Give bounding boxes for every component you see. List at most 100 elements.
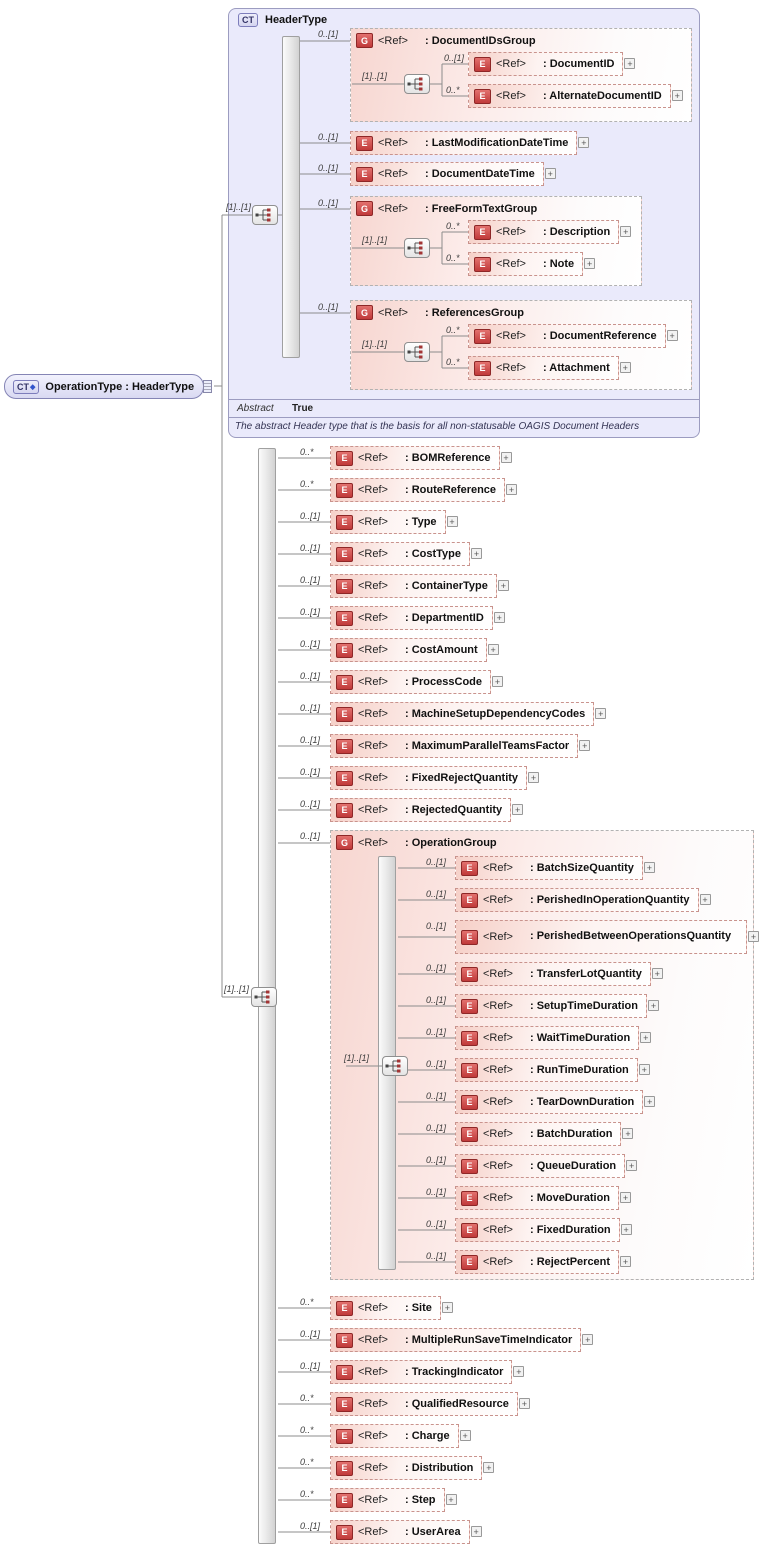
element-note[interactable]: E <Ref> : Note + (468, 252, 596, 276)
element-costamount[interactable]: E<Ref>: CostAmount+ (330, 638, 499, 662)
element-badge: E (336, 546, 353, 562)
expand-icon[interactable]: + (506, 484, 518, 495)
expand-icon[interactable]: + (487, 644, 499, 655)
element-batchsizequantity[interactable]: E<Ref>: BatchSizeQuantity+ (455, 856, 655, 880)
expand-icon[interactable]: + (441, 1302, 453, 1313)
element-badge: E (336, 1460, 353, 1476)
element-name: : UserArea (404, 1526, 461, 1538)
element-setuptimeduration[interactable]: E<Ref>: SetupTimeDuration+ (455, 994, 659, 1018)
expand-icon[interactable]: + (471, 548, 482, 559)
expand-icon[interactable]: + (500, 452, 512, 463)
root-type-node[interactable]: CT◆ OperationType : HeaderType (4, 374, 204, 399)
sequence-compositor-icon[interactable] (252, 205, 278, 225)
expand-icon[interactable]: + (620, 226, 632, 237)
element-perishedbetweenoperationsquantity[interactable]: E<Ref>: PerishedBetweenOperationsQuantit… (455, 920, 759, 954)
element-machinesetupdependencycodes[interactable]: E<Ref>: MachineSetupDependencyCodes+ (330, 702, 607, 726)
expand-icon[interactable]: + (528, 772, 540, 783)
element-moveduration[interactable]: E<Ref>: MoveDuration+ (455, 1186, 632, 1210)
expand-icon[interactable]: + (445, 1494, 457, 1505)
element-costtype[interactable]: E<Ref>: CostType+ (330, 542, 482, 566)
expand-icon[interactable]: + (446, 516, 458, 527)
expand-icon[interactable]: + (582, 1334, 594, 1345)
expand-icon[interactable]: + (620, 1256, 632, 1267)
element-routereference[interactable]: E<Ref>: RouteReference+ (330, 478, 518, 502)
element-lastmodificationdatetime[interactable]: E <Ref> : LastModificationDateTime + (350, 131, 590, 155)
cardinality-label: 0..* (300, 1297, 314, 1307)
element-type[interactable]: E<Ref>: Type+ (330, 510, 458, 534)
element-distribution[interactable]: E<Ref>: Distribution+ (330, 1456, 495, 1480)
expand-icon[interactable]: + (620, 1224, 632, 1235)
expand-icon[interactable]: + (584, 258, 596, 269)
sequence-compositor-icon[interactable] (404, 342, 430, 362)
element-qualifiedresource[interactable]: E<Ref>: QualifiedResource+ (330, 1392, 530, 1416)
element-site[interactable]: E<Ref>: Site+ (330, 1296, 453, 1320)
expand-icon[interactable]: + (497, 580, 509, 591)
sequence-compositor-icon[interactable] (404, 238, 430, 258)
element-attachment[interactable]: E <Ref> : Attachment + (468, 356, 631, 380)
element-rejectpercent[interactable]: E<Ref>: RejectPercent+ (455, 1250, 632, 1274)
expand-icon[interactable]: + (492, 676, 503, 687)
expand-icon[interactable]: + (651, 968, 663, 979)
expand-icon[interactable]: + (470, 1526, 482, 1537)
sequence-compositor-icon[interactable] (404, 74, 430, 94)
element-userarea[interactable]: E<Ref>: UserArea+ (330, 1520, 482, 1544)
sequence-compositor-icon[interactable] (251, 987, 277, 1007)
expand-icon[interactable]: + (643, 862, 655, 873)
element-runtimeduration[interactable]: E<Ref>: RunTimeDuration+ (455, 1058, 650, 1082)
element-departmentid[interactable]: E<Ref>: DepartmentID+ (330, 606, 505, 630)
ref-label: <Ref> (358, 548, 388, 560)
element-processcode[interactable]: E<Ref>: ProcessCode+ (330, 670, 503, 694)
collapse-handle[interactable] (203, 380, 212, 393)
expand-icon[interactable]: + (578, 137, 590, 148)
expand-icon[interactable]: + (579, 740, 591, 751)
element-fixedrejectquantity[interactable]: E<Ref>: FixedRejectQuantity+ (330, 766, 540, 790)
expand-icon[interactable]: + (483, 1462, 495, 1473)
element-multiplerunsavetimeindicator[interactable]: E<Ref>: MultipleRunSaveTimeIndicator+ (330, 1328, 594, 1352)
element-description[interactable]: E <Ref> : Description + (468, 220, 632, 244)
element-maximumparallelteamsfactor[interactable]: E<Ref>: MaximumParallelTeamsFactor+ (330, 734, 591, 758)
element-name: : TransferLotQuantity (529, 968, 642, 980)
element-containertype[interactable]: E<Ref>: ContainerType+ (330, 574, 509, 598)
expand-icon[interactable]: + (626, 1160, 638, 1171)
element-waittimeduration[interactable]: E<Ref>: WaitTimeDuration+ (455, 1026, 652, 1050)
expand-icon[interactable]: + (666, 330, 678, 341)
expand-icon[interactable]: + (640, 1032, 652, 1043)
expand-icon[interactable]: + (493, 612, 505, 623)
element-documentid[interactable]: E <Ref> : DocumentID + (468, 52, 636, 76)
expand-icon[interactable]: + (638, 1064, 650, 1075)
expand-icon[interactable]: + (699, 894, 711, 905)
element-fixedduration[interactable]: E<Ref>: FixedDuration+ (455, 1218, 632, 1242)
element-documentdatetime[interactable]: E <Ref> : DocumentDateTime + (350, 162, 556, 186)
element-bomreference[interactable]: E<Ref>: BOMReference+ (330, 446, 512, 470)
cardinality-label: 0..[1] (318, 302, 339, 312)
expand-icon[interactable]: + (644, 1096, 656, 1107)
element-name: : MachineSetupDependencyCodes (404, 708, 586, 720)
expand-icon[interactable]: + (620, 1192, 632, 1203)
element-rejectedquantity[interactable]: E<Ref>: RejectedQuantity+ (330, 798, 524, 822)
expand-icon[interactable]: + (595, 708, 607, 719)
ref-label: <Ref> (378, 168, 408, 180)
ref-label: <Ref> (483, 1128, 513, 1140)
expand-icon[interactable]: + (619, 362, 631, 373)
expand-icon[interactable]: + (544, 168, 556, 179)
expand-icon[interactable]: + (622, 1128, 634, 1139)
element-charge[interactable]: E<Ref>: Charge+ (330, 1424, 471, 1448)
expand-icon[interactable]: + (518, 1398, 530, 1409)
expand-icon[interactable]: + (671, 90, 683, 101)
element-trackingindicator[interactable]: E<Ref>: TrackingIndicator+ (330, 1360, 525, 1384)
element-transferlotquantity[interactable]: E<Ref>: TransferLotQuantity+ (455, 962, 663, 986)
expand-icon[interactable]: + (748, 931, 759, 942)
expand-icon[interactable]: + (513, 1366, 525, 1377)
expand-icon[interactable]: + (512, 804, 524, 815)
element-batchduration[interactable]: E<Ref>: BatchDuration+ (455, 1122, 634, 1146)
element-documentreference[interactable]: E <Ref> : DocumentReference + (468, 324, 678, 348)
sequence-compositor-icon[interactable] (382, 1056, 408, 1076)
element-perishedinoperationquantity[interactable]: E<Ref>: PerishedInOperationQuantity+ (455, 888, 711, 912)
expand-icon[interactable]: + (624, 58, 636, 69)
element-step[interactable]: E<Ref>: Step+ (330, 1488, 457, 1512)
element-alternatedocumentid[interactable]: E <Ref> : AlternateDocumentID + (468, 84, 683, 108)
element-queueduration[interactable]: E<Ref>: QueueDuration+ (455, 1154, 638, 1178)
element-teardownduration[interactable]: E<Ref>: TearDownDuration+ (455, 1090, 656, 1114)
expand-icon[interactable]: + (459, 1430, 471, 1441)
expand-icon[interactable]: + (647, 1000, 659, 1011)
